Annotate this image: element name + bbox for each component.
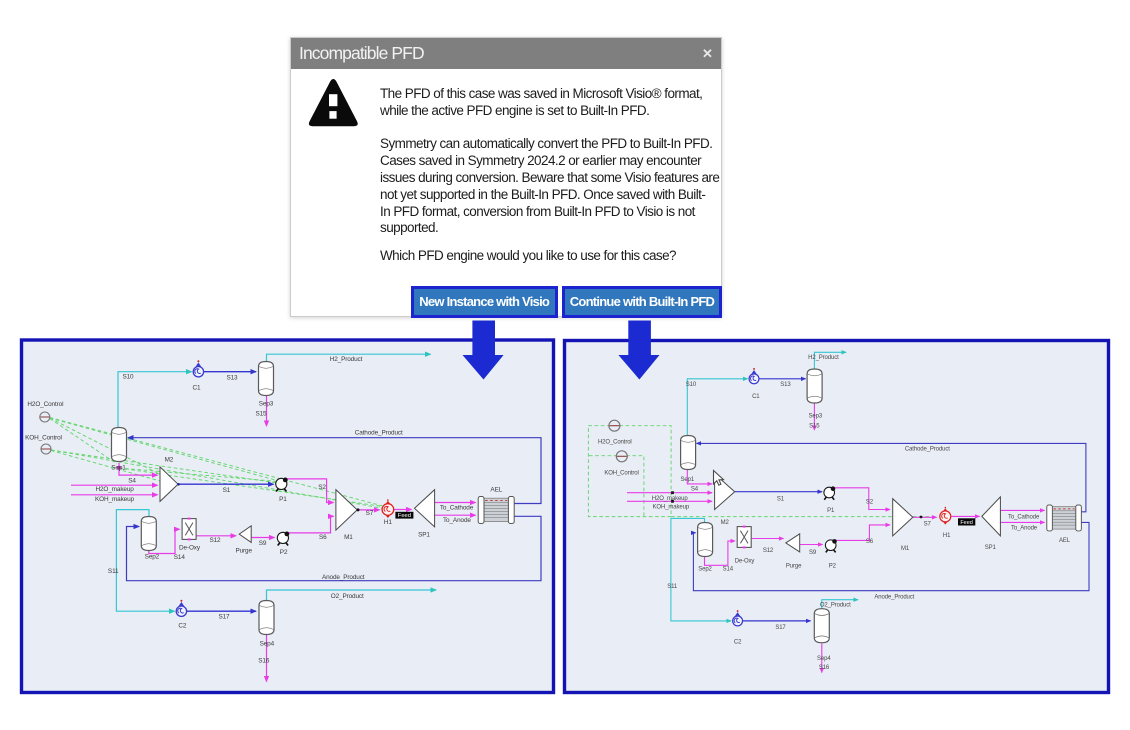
svg-text:KOH_Control: KOH_Control xyxy=(604,471,638,477)
svg-text:S9: S9 xyxy=(259,540,267,547)
svg-text:Sep1: Sep1 xyxy=(681,477,695,483)
svg-text:Sep4: Sep4 xyxy=(817,656,831,662)
svg-text:S16: S16 xyxy=(819,665,830,671)
svg-text:P2: P2 xyxy=(280,549,288,556)
svg-text:M2: M2 xyxy=(165,456,174,463)
svg-text:H2O_makeup: H2O_makeup xyxy=(95,486,134,493)
svg-text:Feed: Feed xyxy=(398,513,411,519)
svg-text:S11: S11 xyxy=(108,568,119,575)
svg-text:S11: S11 xyxy=(667,584,678,590)
svg-text:S12: S12 xyxy=(209,537,221,544)
svg-text:Anode_Product: Anode_Product xyxy=(874,595,914,601)
svg-text:AEL: AEL xyxy=(1059,538,1071,544)
svg-text:S7: S7 xyxy=(924,521,932,527)
svg-text:H2_Product: H2_Product xyxy=(330,356,363,363)
svg-text:S4: S4 xyxy=(691,486,699,492)
svg-text:Anode_Product: Anode_Product xyxy=(322,574,365,581)
svg-text:Cathode_Product: Cathode_Product xyxy=(905,447,950,453)
svg-text:Purge: Purge xyxy=(786,563,802,569)
svg-text:S1: S1 xyxy=(777,497,785,503)
svg-text:Sep3: Sep3 xyxy=(259,400,274,407)
svg-text:S2: S2 xyxy=(318,484,326,491)
svg-text:H2O_Control: H2O_Control xyxy=(598,440,632,446)
svg-text:Feed: Feed xyxy=(960,520,973,526)
svg-text:De-Oxy: De-Oxy xyxy=(735,559,755,565)
svg-text:Sep4: Sep4 xyxy=(260,641,275,648)
svg-text:AEL: AEL xyxy=(490,487,502,494)
svg-text:To_Cathode: To_Cathode xyxy=(440,505,474,512)
svg-text:S13: S13 xyxy=(780,382,791,388)
svg-text:C2: C2 xyxy=(734,640,742,646)
svg-text:SP1: SP1 xyxy=(418,532,430,539)
svg-text:Sep2: Sep2 xyxy=(698,566,712,572)
svg-text:De-Oxy: De-Oxy xyxy=(179,544,201,551)
svg-text:Sep3: Sep3 xyxy=(809,413,823,419)
svg-text:S6: S6 xyxy=(319,534,327,541)
svg-text:H1: H1 xyxy=(384,519,392,526)
svg-text:KOH_makeup: KOH_makeup xyxy=(95,496,135,503)
svg-text:S14: S14 xyxy=(174,554,186,561)
svg-text:H2O_makeup: H2O_makeup xyxy=(652,496,689,502)
svg-text:H2O_Control: H2O_Control xyxy=(27,401,63,408)
svg-text:M1: M1 xyxy=(344,534,353,541)
svg-text:M2: M2 xyxy=(721,520,730,526)
svg-text:S4: S4 xyxy=(128,478,136,485)
svg-text:S14: S14 xyxy=(723,566,734,572)
svg-text:H1: H1 xyxy=(943,533,951,539)
svg-text:Purge: Purge xyxy=(235,547,252,554)
svg-text:KOH_makeup: KOH_makeup xyxy=(653,505,690,511)
svg-text:Cathode_Product: Cathode_Product xyxy=(355,429,403,436)
svg-text:Sep1: Sep1 xyxy=(111,464,126,471)
svg-text:S15: S15 xyxy=(809,423,820,429)
svg-text:Sep2: Sep2 xyxy=(145,553,160,560)
svg-text:S17: S17 xyxy=(775,625,786,631)
svg-text:C1: C1 xyxy=(193,385,201,392)
svg-text:C1: C1 xyxy=(752,394,760,400)
svg-text:S10: S10 xyxy=(122,373,134,380)
svg-text:To_Cathode: To_Cathode xyxy=(1008,515,1040,521)
svg-text:SP1: SP1 xyxy=(985,545,997,551)
svg-text:M1: M1 xyxy=(901,546,910,552)
svg-text:S16: S16 xyxy=(258,657,270,664)
svg-text:S6: S6 xyxy=(866,539,874,545)
svg-text:S2: S2 xyxy=(866,500,874,506)
svg-text:O2_Product: O2_Product xyxy=(820,603,851,609)
svg-text:S10: S10 xyxy=(686,382,697,388)
svg-text:S13: S13 xyxy=(226,374,238,381)
svg-text:P1: P1 xyxy=(827,508,835,514)
svg-text:H2_Product: H2_Product xyxy=(808,355,839,361)
svg-text:P2: P2 xyxy=(829,563,837,569)
svg-text:To_Anode: To_Anode xyxy=(443,517,471,524)
svg-text:KOH_Control: KOH_Control xyxy=(25,435,62,442)
svg-text:P1: P1 xyxy=(279,496,287,503)
svg-text:S7: S7 xyxy=(366,510,374,517)
svg-text:S1: S1 xyxy=(223,487,231,494)
svg-text:S9: S9 xyxy=(809,550,817,556)
svg-text:To_Anode: To_Anode xyxy=(1011,526,1038,532)
svg-text:S15: S15 xyxy=(255,410,267,417)
svg-text:O2_Product: O2_Product xyxy=(331,593,364,600)
svg-text:C2: C2 xyxy=(178,622,186,629)
svg-text:S17: S17 xyxy=(218,614,230,621)
svg-text:S12: S12 xyxy=(763,548,774,554)
